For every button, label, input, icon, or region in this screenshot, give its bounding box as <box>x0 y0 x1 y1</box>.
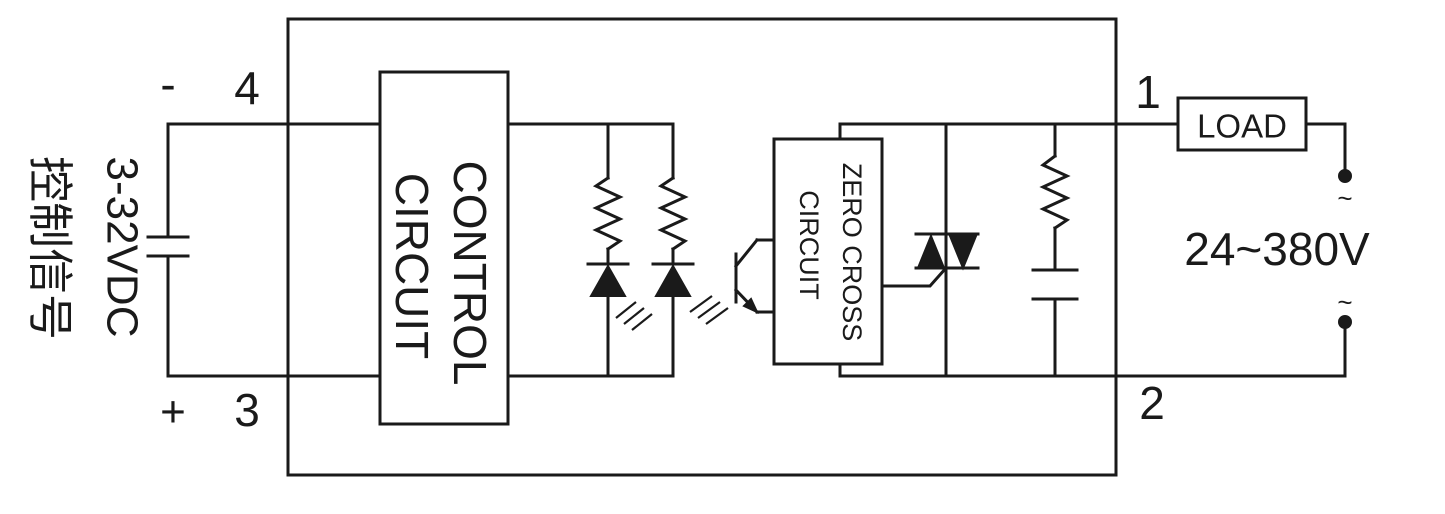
resistor-1 <box>592 175 624 252</box>
input-signal-chinese-label: 控制信号 <box>24 156 76 340</box>
polarity-plus: + <box>160 388 186 437</box>
output-rail-top <box>838 122 1180 141</box>
control-circuit-block <box>378 70 510 426</box>
ac-symbol-bottom: ~ <box>1337 287 1352 317</box>
terminal-4-label: 4 <box>234 62 260 114</box>
terminal-3-label: 3 <box>234 384 260 436</box>
output-rail-bottom <box>838 362 1347 378</box>
zero-cross-label-line1: ZERO CROSS <box>837 163 867 342</box>
ac-terminal-top <box>1338 169 1352 183</box>
phototransistor-light-arrows <box>689 295 729 325</box>
phototransistor <box>733 237 776 315</box>
ac-symbol-top: ~ <box>1337 183 1352 213</box>
terminal-1-label: 1 <box>1135 66 1161 118</box>
zero-cross-label-line2: CIRCUIT <box>794 190 824 300</box>
control-circuit-label-line2: CIRCUIT <box>386 173 438 360</box>
polarity-minus: - <box>160 58 175 110</box>
led-2 <box>654 263 692 297</box>
terminal-2-label: 2 <box>1139 377 1165 429</box>
zero-cross-block <box>772 137 884 366</box>
ac-terminal-bottom <box>1338 315 1352 329</box>
snubber-resistor <box>1039 153 1071 231</box>
ac-wire-top <box>1304 122 1347 174</box>
triac <box>880 122 980 378</box>
input-voltage-label: 3-32VDC <box>98 157 147 338</box>
relay-housing <box>286 17 1118 477</box>
load-label: LOAD <box>1197 108 1287 145</box>
control-circuit-label-line1: CONTROL <box>444 161 496 386</box>
output-voltage-label: 24~380V <box>1184 223 1370 275</box>
resistor-2 <box>657 175 689 252</box>
led-1-emission-arrows <box>615 301 653 331</box>
led-1 <box>589 263 627 297</box>
